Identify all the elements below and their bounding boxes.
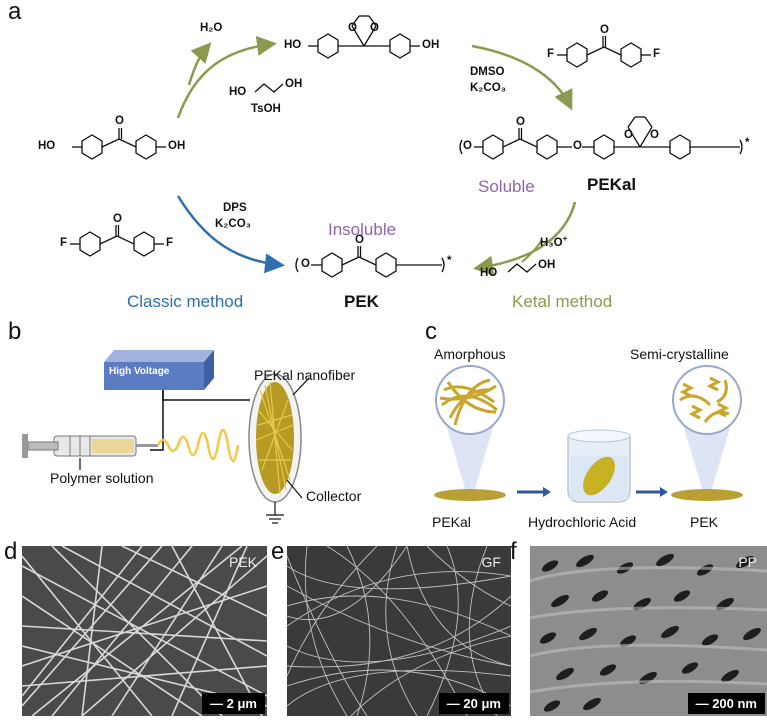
scale-bar-pp: — 200 nm bbox=[687, 693, 765, 714]
panel-b-label: b bbox=[8, 318, 22, 345]
arrow-glycol-release bbox=[521, 239, 543, 263]
sem-image-pp: PP — 200 nm bbox=[530, 546, 767, 716]
sem-image-pek: PEK — 2 μm bbox=[22, 546, 267, 716]
scale-text-gf: 20 μm bbox=[463, 696, 501, 711]
panel-c-label: c bbox=[425, 318, 437, 345]
water-label: H₂O bbox=[200, 22, 223, 34]
atom-o-1: O bbox=[115, 115, 124, 127]
scale-bar-gf: — 20 μm bbox=[438, 693, 509, 714]
sem-tag-pp: PP bbox=[738, 554, 757, 570]
ethylene-glycol-ho: HO bbox=[229, 86, 247, 98]
atom-o-pek-2: O bbox=[355, 234, 364, 246]
atom-f-top-1: F bbox=[547, 48, 555, 60]
glycol2-ho: HO bbox=[480, 267, 498, 279]
scale-bar-pek: — 2 μm bbox=[202, 693, 265, 714]
scale-text-pek: 2 μm bbox=[226, 696, 257, 711]
panel-d-label: d bbox=[4, 538, 18, 565]
arrow-classic bbox=[176, 195, 285, 274]
atom-o-top: O bbox=[600, 24, 609, 36]
ketal-bisphenol bbox=[308, 15, 420, 59]
atom-f-left-1: F bbox=[60, 237, 68, 249]
glycol-bonds bbox=[254, 83, 537, 273]
atom-o-2b: O bbox=[370, 22, 379, 34]
classic-method-label: Classic method bbox=[127, 292, 244, 311]
h3o-label: H₃O+ bbox=[540, 234, 567, 249]
glycol2-oh: OH bbox=[538, 259, 556, 271]
nanofiber-label: PEKal nanofiber bbox=[254, 367, 356, 383]
semi-crystalline-label: Semi-crystalline bbox=[630, 346, 729, 362]
amorphous-label: Amorphous bbox=[434, 346, 506, 362]
atom-oh-1: OH bbox=[168, 140, 186, 152]
panel-b-electrospinning bbox=[22, 350, 310, 524]
atom-o-pek-1: O bbox=[301, 258, 310, 270]
atom-ho-2: HO bbox=[284, 39, 302, 51]
pekal-c-label: PEKal bbox=[432, 514, 471, 530]
h3o-plus: + bbox=[562, 234, 568, 243]
high-voltage-label: High Voltage bbox=[109, 366, 170, 377]
soluble-label: Soluble bbox=[478, 177, 535, 196]
k2co3-top-label: K₂CO₃ bbox=[470, 82, 506, 94]
star-pekal: * bbox=[745, 137, 750, 149]
difluorobenzophenone-top bbox=[557, 36, 651, 68]
arrow-ketal-protection bbox=[176, 35, 277, 119]
atom-f-top-2: F bbox=[653, 48, 661, 60]
atom-o-pekal-2: O bbox=[516, 116, 525, 128]
acid-label: Hydrochloric Acid bbox=[528, 514, 637, 530]
atom-oh-2: OH bbox=[422, 39, 440, 51]
dmso-label: DMSO bbox=[470, 66, 505, 78]
panel-e-label: e bbox=[271, 538, 285, 565]
arrow-polymerization bbox=[471, 44, 573, 111]
pek-c-label: PEK bbox=[690, 514, 719, 530]
h3o-text: H₃O bbox=[540, 236, 563, 249]
polymer-solution-label: Polymer solution bbox=[50, 470, 154, 486]
insoluble-label: Insoluble bbox=[328, 220, 397, 239]
pek-structure bbox=[295, 246, 445, 278]
sem-tag-pek: PEK bbox=[228, 554, 257, 570]
tsoh-label: TsOH bbox=[251, 103, 281, 115]
panel-a-label: a bbox=[8, 0, 22, 25]
atom-ho-1: HO bbox=[38, 140, 56, 152]
panel-a-scheme bbox=[70, 15, 743, 278]
sem-tag-gf: GF bbox=[481, 554, 501, 570]
arrow-water-release bbox=[187, 42, 212, 86]
atom-o-pekal-4: O bbox=[624, 129, 633, 141]
atom-o-pekal-3: O bbox=[573, 140, 582, 152]
ethylene-glycol-oh: OH bbox=[285, 78, 303, 90]
sem-image-gf: GF — 20 μm bbox=[287, 546, 511, 716]
star-pek: * bbox=[447, 255, 452, 267]
atom-o-left: O bbox=[113, 213, 122, 225]
atom-o-pekal-5: O bbox=[650, 129, 659, 141]
dps-label: DPS bbox=[223, 202, 247, 214]
pekal-label: PEKal bbox=[587, 175, 637, 194]
atom-o-2a: O bbox=[348, 22, 357, 34]
panel-c-transformation bbox=[434, 365, 743, 503]
pek-label: PEK bbox=[344, 292, 379, 311]
k2co3-left-label: K₂CO₃ bbox=[215, 218, 251, 230]
dihydroxybenzophenone bbox=[72, 128, 166, 160]
atom-o-pekal-1: O bbox=[463, 140, 472, 152]
atom-f-left-2: F bbox=[166, 237, 174, 249]
panel-f-label: f bbox=[510, 538, 517, 565]
pekal-structure bbox=[459, 116, 743, 160]
arrow-hydrolysis bbox=[473, 201, 577, 276]
scale-text-pp: 200 nm bbox=[712, 696, 757, 711]
collector-label: Collector bbox=[306, 488, 362, 504]
ketal-method-label: Ketal method bbox=[512, 292, 613, 311]
difluorobenzophenone-left bbox=[70, 225, 164, 257]
